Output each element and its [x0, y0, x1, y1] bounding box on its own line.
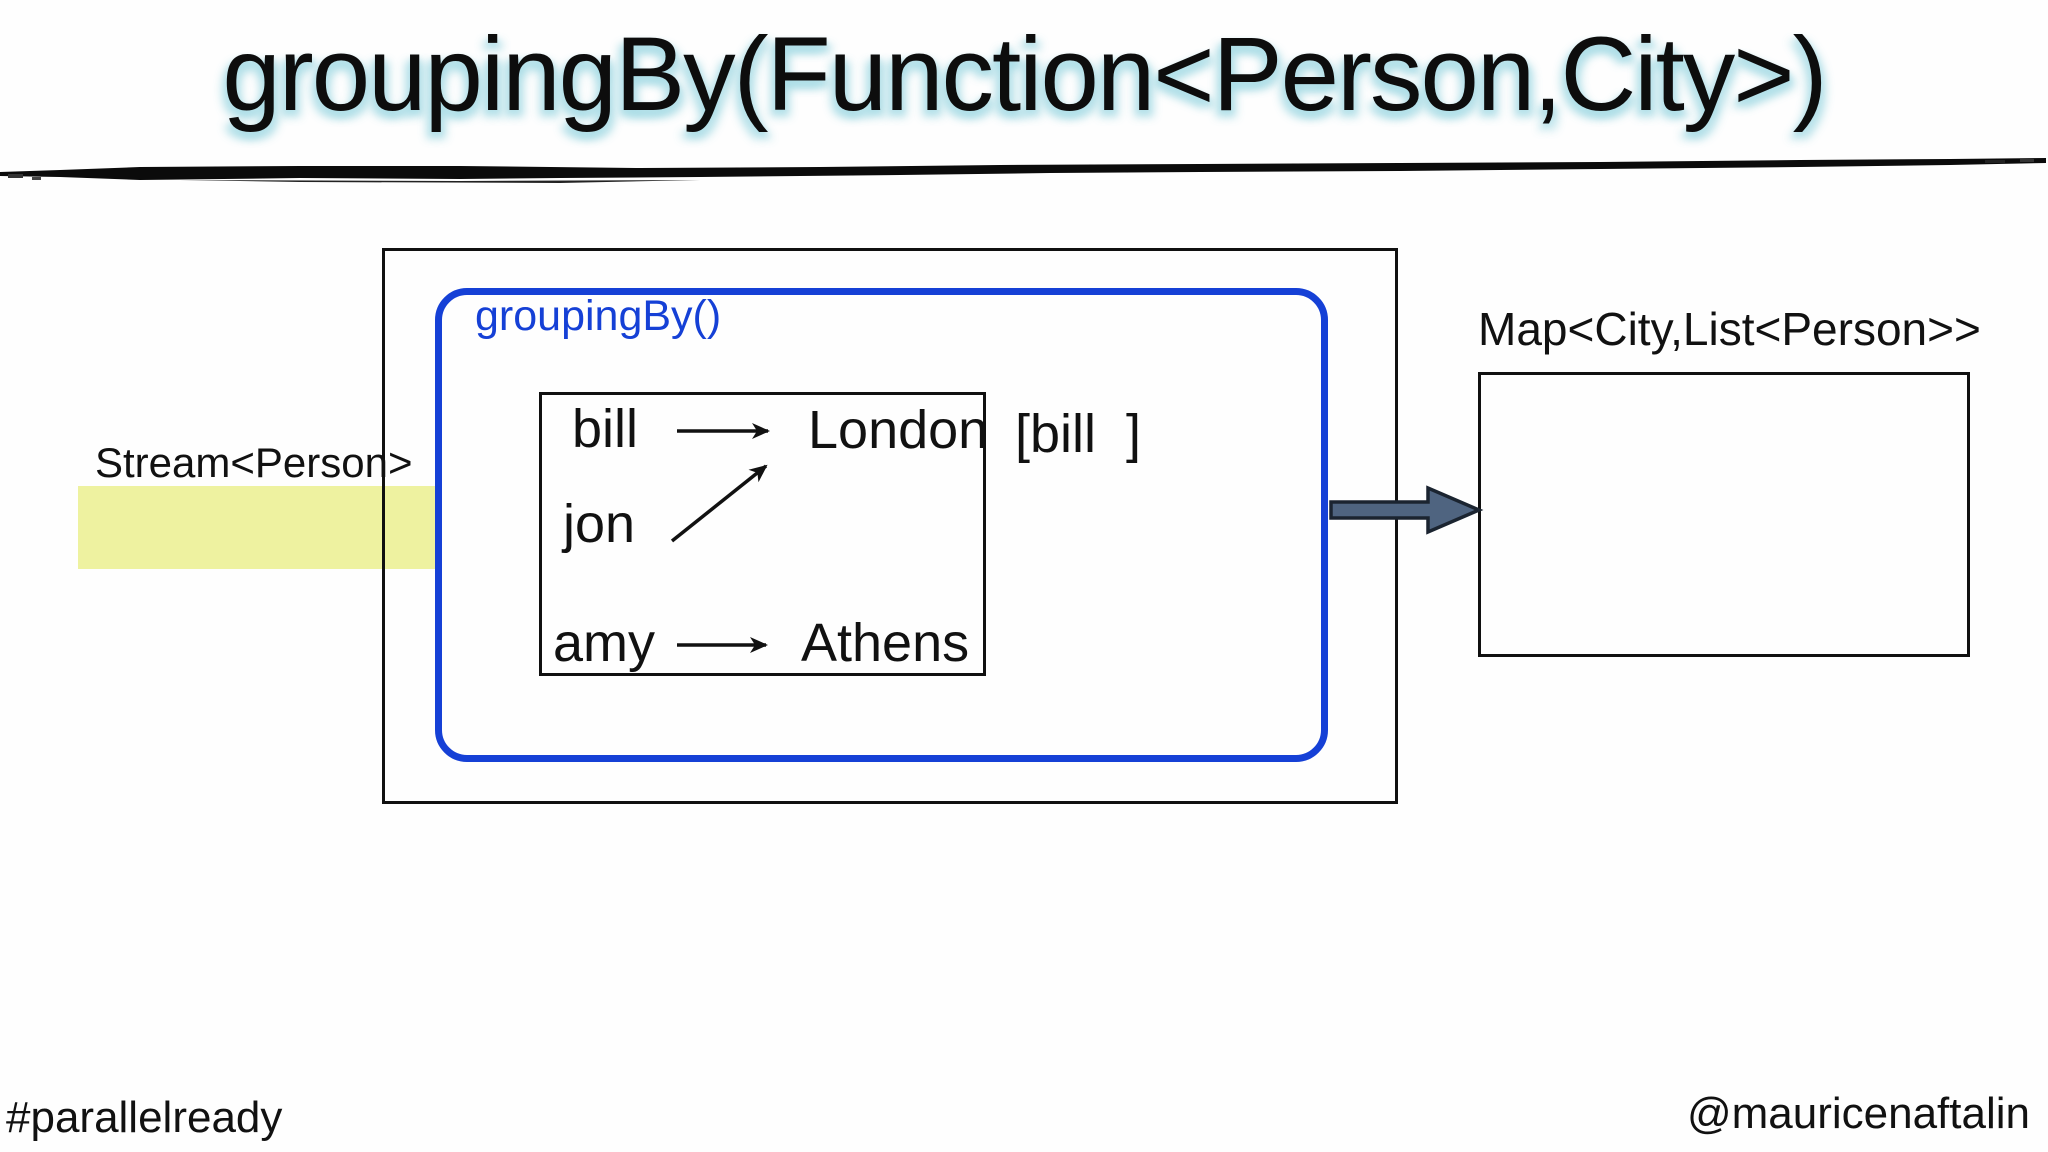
groupingby-label: groupingBy() — [475, 292, 722, 340]
twitter-handle-footer: @mauricenaftalin — [1686, 1089, 2030, 1138]
partial-result-list: [bill ] — [1015, 404, 1142, 464]
map-type-label: Map<City,List<Person>> — [1478, 303, 1981, 355]
stream-person-label: Stream<Person> — [95, 439, 413, 486]
hashtag-footer: #parallelready — [6, 1093, 283, 1142]
person-jon: jon — [563, 494, 636, 554]
stream-highlight-band — [78, 486, 436, 569]
city-london: London — [808, 400, 989, 460]
title-underline — [0, 158, 2046, 183]
result-map-box — [1478, 372, 1970, 657]
groupingby-box — [435, 288, 1328, 762]
page-title: groupingBy(Function<Person,City>) — [222, 16, 1827, 133]
classifier-function-box — [539, 392, 986, 676]
person-amy: amy — [553, 613, 656, 673]
city-athens: Athens — [801, 613, 970, 673]
person-bill: bill — [572, 399, 639, 459]
